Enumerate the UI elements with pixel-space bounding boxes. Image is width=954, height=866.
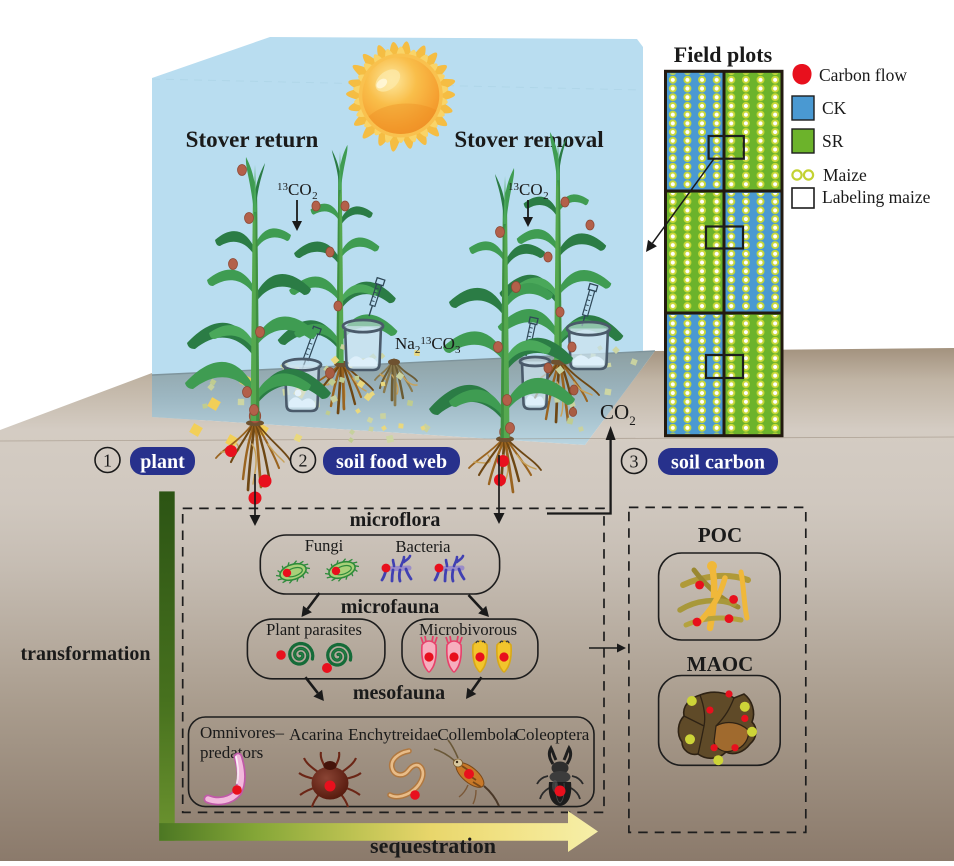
svg-text:2: 2: [299, 451, 308, 471]
svg-text:13CO2: 13CO2: [277, 180, 318, 202]
svg-text:mesofauna: mesofauna: [353, 682, 445, 704]
svg-text:Maize: Maize: [823, 165, 867, 185]
svg-text:Bacteria: Bacteria: [396, 537, 452, 556]
svg-text:Labeling maize: Labeling maize: [822, 187, 931, 207]
svg-text:Collembola: Collembola: [437, 725, 517, 744]
svg-text:Plant parasites: Plant parasites: [266, 620, 362, 639]
svg-text:1: 1: [103, 451, 112, 471]
svg-text:SR: SR: [822, 131, 844, 151]
svg-text:Acarina: Acarina: [289, 725, 343, 744]
svg-text:13CO2: 13CO2: [508, 180, 549, 202]
svg-text:CK: CK: [822, 98, 847, 118]
svg-text:plant: plant: [140, 451, 185, 473]
svg-text:POC: POC: [698, 523, 742, 547]
svg-text:Stover removal: Stover removal: [454, 127, 603, 152]
svg-text:Microbivorous: Microbivorous: [419, 620, 517, 639]
svg-text:predators: predators: [200, 743, 263, 762]
svg-text:microfauna: microfauna: [341, 596, 440, 618]
svg-text:soil food web: soil food web: [336, 451, 447, 473]
svg-text:Fungi: Fungi: [305, 536, 344, 555]
svg-text:microflora: microflora: [350, 509, 441, 531]
svg-text:Stover return: Stover return: [186, 127, 319, 152]
svg-text:Na213CO3: Na213CO3: [395, 334, 461, 356]
svg-text:Omnivores–: Omnivores–: [200, 723, 285, 742]
svg-text:transformation: transformation: [21, 643, 151, 665]
svg-text:3: 3: [630, 452, 639, 472]
svg-text:Coleoptera: Coleoptera: [515, 725, 590, 744]
svg-text:MAOC: MAOC: [687, 652, 754, 676]
svg-text:Carbon flow: Carbon flow: [819, 65, 907, 85]
svg-text:soil carbon: soil carbon: [671, 452, 765, 474]
svg-text:sequestration: sequestration: [370, 833, 496, 858]
svg-text:Enchytreidae: Enchytreidae: [348, 725, 438, 744]
svg-text:Field plots: Field plots: [674, 42, 773, 67]
